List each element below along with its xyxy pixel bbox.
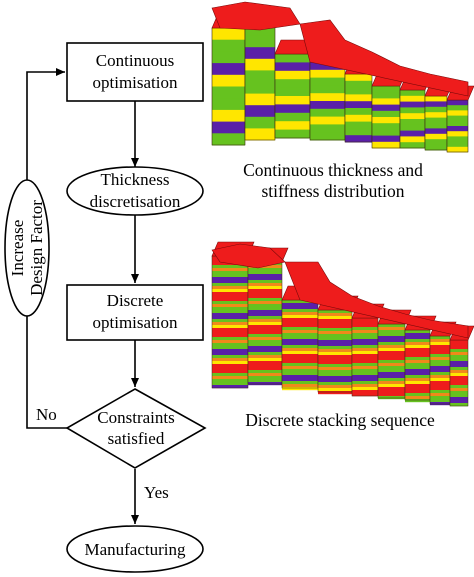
node-discrete-optimisation: Discrete optimisation — [66, 284, 204, 341]
caption-discrete: Discrete stacking sequence — [245, 410, 435, 430]
node-discrete-optimisation-line2: optimisation — [93, 313, 179, 332]
node-thickness-discretisation: Thickness discretisation — [66, 166, 204, 216]
node-thickness-discretisation-line1: Thickness — [101, 170, 170, 189]
node-constraints-satisfied: Constraints satisfied — [65, 388, 207, 469]
node-constraints-line1: Constraints — [97, 408, 174, 427]
node-constraints-line2: satisfied — [108, 429, 165, 448]
node-continuous-optimisation-line1: Continuous — [96, 51, 174, 70]
node-thickness-discretisation-line2: discretisation — [90, 192, 181, 211]
node-discrete-optimisation-line1: Discrete — [107, 291, 164, 310]
node-manufacturing-label: Manufacturing — [84, 540, 186, 559]
node-continuous-optimisation: Continuous optimisation — [66, 42, 204, 102]
node-continuous-optimisation-line2: optimisation — [93, 73, 179, 92]
continuous-thickness-visual — [211, 1, 474, 153]
caption-continuous-line2: stiffness distribution — [261, 181, 404, 201]
node-manufacturing: Manufacturing — [66, 525, 204, 573]
node-increase-line2: Design Factor — [27, 200, 46, 296]
node-increase-design-factor: Increase Design Factor — [4, 179, 50, 317]
label-yes: Yes — [144, 483, 169, 502]
caption-continuous-line1: Continuous thickness and — [243, 160, 423, 180]
label-no: No — [36, 405, 57, 424]
node-increase-line1: Increase — [8, 220, 27, 277]
discrete-stacking-visual — [211, 241, 474, 407]
